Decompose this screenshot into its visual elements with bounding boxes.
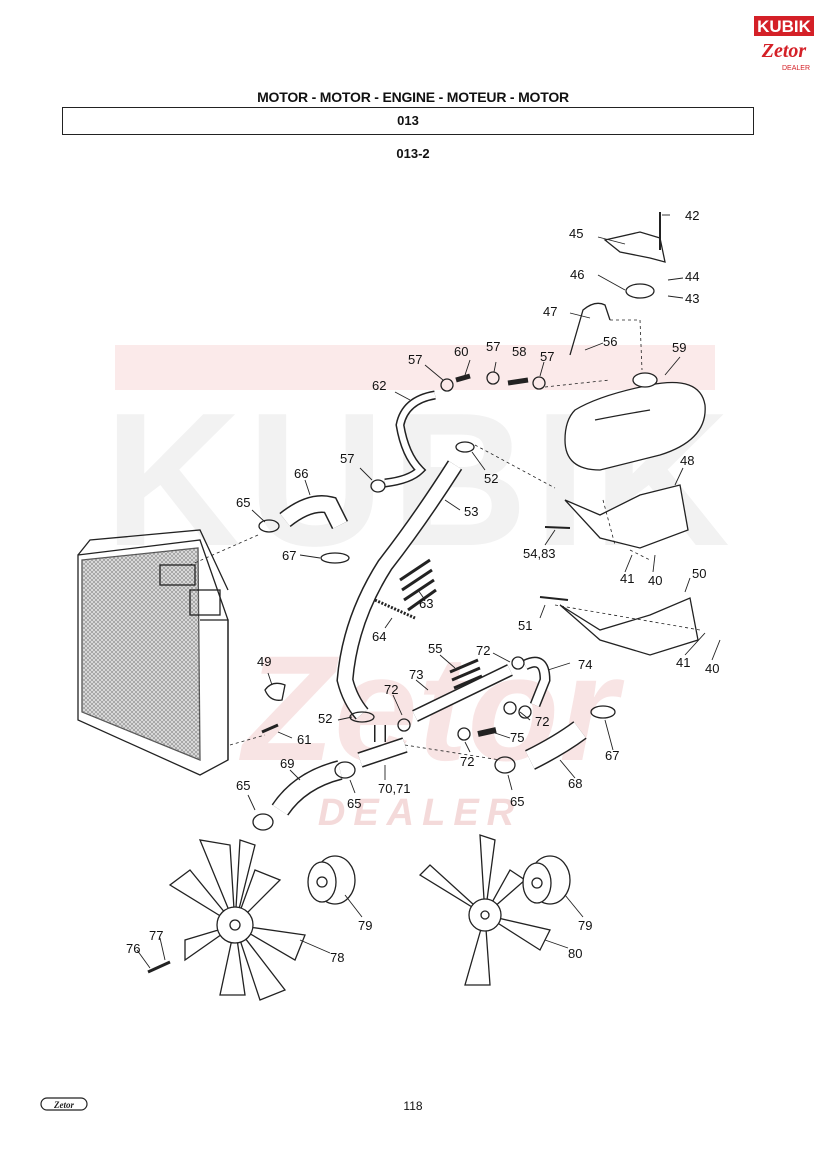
label-40-a: 40 (648, 573, 662, 588)
tank-cap (625, 283, 655, 299)
label-79-a: 79 (358, 918, 372, 933)
tank-bracket-upper (564, 484, 689, 549)
label-57-b: 57 (486, 339, 500, 354)
label-47: 47 (543, 304, 557, 319)
group-code-box: 013 (62, 107, 754, 135)
label-67-a: 67 (282, 548, 296, 563)
drain-cock-61 (261, 723, 279, 734)
footer-zetor-logo: Zetor (40, 1097, 88, 1111)
label-49: 49 (257, 654, 271, 669)
label-57-a: 57 (408, 352, 422, 367)
label-52-a: 52 (484, 471, 498, 486)
label-62: 62 (372, 378, 386, 393)
page-title: MOTOR - MOTOR - ENGINE - MOTEUR - MOTOR (257, 89, 569, 105)
watermark: KUBIK Zetor DEALER (104, 345, 730, 834)
figure-code: 013-2 (396, 146, 430, 161)
label-45: 45 (569, 226, 583, 241)
label-77: 77 (149, 928, 163, 943)
label-44: 44 (685, 269, 699, 284)
label-65-c: 65 (347, 796, 361, 811)
logo-brand: KUBIK (757, 17, 812, 36)
label-51: 51 (518, 618, 532, 633)
vent-pipe (569, 302, 611, 356)
label-41-a: 41 (620, 571, 634, 586)
label-72-c: 72 (535, 714, 549, 729)
label-57-c: 57 (540, 349, 554, 364)
leader-lines (189, 319, 701, 761)
engine-cooling-diagram: KUBIK Zetor DEALER (77, 208, 730, 1001)
label-65-d: 65 (510, 794, 524, 809)
label-55: 55 (428, 641, 442, 656)
radiator (77, 529, 229, 776)
label-56: 56 (603, 334, 617, 349)
label-65-a: 65 (236, 495, 250, 510)
label-46: 46 (570, 267, 584, 282)
label-58: 58 (512, 344, 526, 359)
label-leaders (136, 214, 721, 969)
connectors (455, 373, 529, 386)
label-42: 42 (685, 208, 699, 223)
label-43: 43 (685, 291, 699, 306)
label-41-b: 41 (676, 655, 690, 670)
spring-64 (374, 598, 416, 620)
sleeve-55 (449, 658, 483, 690)
label-72-b: 72 (384, 682, 398, 697)
bracket (603, 231, 666, 263)
label-80: 80 (568, 946, 582, 961)
label-72-a: 72 (476, 643, 490, 658)
fan-left (168, 839, 306, 1001)
label-61: 61 (297, 732, 311, 747)
spacer-75 (477, 727, 497, 737)
label-64: 64 (372, 629, 386, 644)
label-52-b: 52 (318, 711, 332, 726)
label-40-b: 40 (705, 661, 719, 676)
logo-dealer: DEALER (782, 65, 810, 72)
fan-right (418, 834, 551, 986)
label-78: 78 (330, 950, 344, 965)
label-50: 50 (692, 566, 706, 581)
tank-bracket-lower (559, 597, 699, 656)
label-65-b: 65 (236, 778, 250, 793)
label-57-d: 57 (340, 451, 354, 466)
sleeve-63 (399, 558, 437, 612)
label-48: 48 (680, 453, 694, 468)
label-74: 74 (578, 657, 592, 672)
hose-clamps (252, 371, 616, 831)
label-53: 53 (464, 504, 478, 519)
expansion-tank (564, 372, 706, 471)
watermark-dealer: DEALER (318, 792, 522, 834)
label-63: 63 (419, 596, 433, 611)
label-76: 76 (126, 941, 140, 956)
label-69: 69 (280, 756, 294, 771)
label-72-d: 72 (460, 754, 474, 769)
pulley-right (522, 855, 571, 905)
label-70-71: 70,71 (378, 781, 411, 796)
footer-brand: Zetor (53, 1100, 74, 1110)
pulley-left (307, 855, 356, 905)
part-labels: 42 45 46 44 43 47 56 59 60 57 58 57 57 6… (126, 208, 719, 965)
bolt-76 (147, 960, 171, 974)
label-68: 68 (568, 776, 582, 791)
label-73: 73 (409, 667, 423, 682)
logo-sub: Zetor (761, 40, 807, 62)
drain-valve-49 (264, 682, 286, 701)
label-79-b: 79 (578, 918, 592, 933)
page-number: 118 (403, 1099, 423, 1113)
label-67-b: 67 (605, 748, 619, 763)
label-59: 59 (672, 340, 686, 355)
kubik-zetor-logo: KUBIK Zetor DEALER (754, 16, 814, 72)
label-54-83: 54,83 (523, 546, 556, 561)
label-66: 66 (294, 466, 308, 481)
label-60: 60 (454, 344, 468, 359)
label-75: 75 (510, 730, 524, 745)
